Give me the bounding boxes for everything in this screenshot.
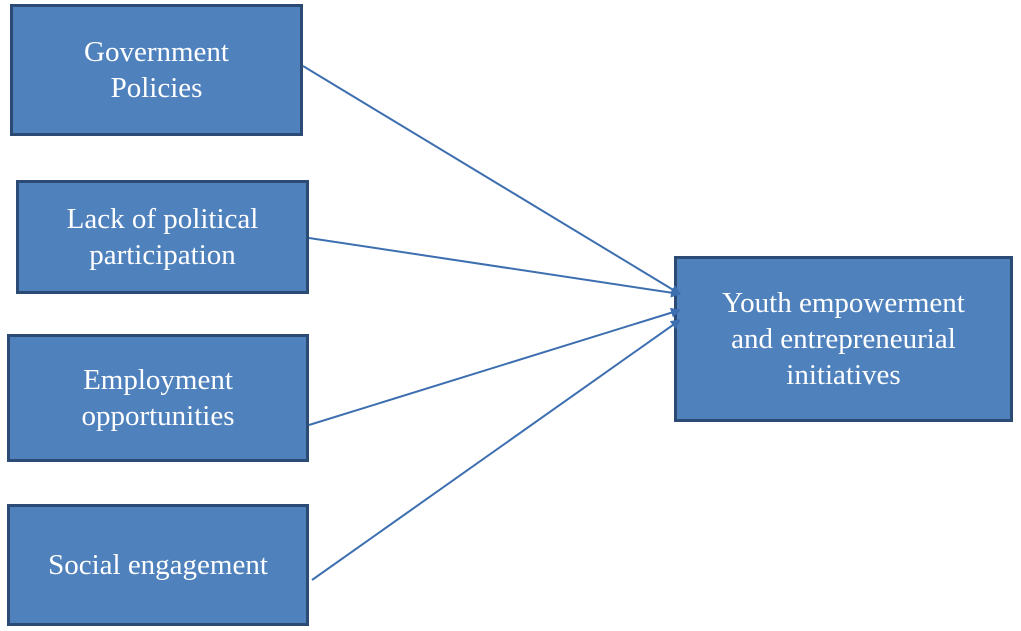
node-lack-of-political-participation: Lack of political participation [16, 180, 309, 294]
node-government-policies: Government Policies [10, 4, 303, 136]
arrow-social-to-youth [311, 319, 681, 581]
node-government-policies-label: Government Policies [84, 36, 229, 104]
arrow-political-to-youth [308, 237, 681, 298]
node-social-engagement: Social engagement [7, 504, 309, 626]
arrow-government-to-youth [302, 65, 681, 295]
arrow-employment-to-youth [308, 307, 681, 426]
node-employment-opportunities: Employment opportunities [7, 334, 309, 462]
node-employment-opportunities-label: Employment opportunities [81, 364, 235, 432]
node-youth-empowerment: Youth empowerment and entrepreneurial in… [674, 256, 1013, 422]
node-social-engagement-label: Social engagement [48, 549, 268, 581]
node-lack-of-political-participation-label: Lack of political participation [66, 203, 259, 271]
node-youth-empowerment-label: Youth empowerment and entrepreneurial in… [722, 287, 965, 391]
